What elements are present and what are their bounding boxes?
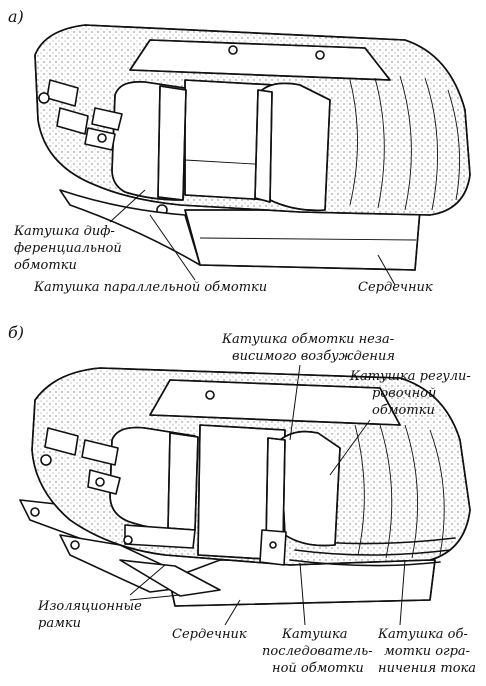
- panel-b-label-series-coil: Катушка последователь- ной обмотки: [262, 627, 377, 676]
- panel-b-label-regulating-coil: Катушка регули- ровочной обмотки: [349, 369, 475, 418]
- panel-a-letter: а): [8, 7, 24, 26]
- panel-a-label-parallel-coil: Катушка параллельной обмотки: [33, 280, 267, 295]
- panel-b-leader-frame-2: [129, 594, 181, 601]
- panel-b: б): [8, 323, 476, 676]
- panel-b-leader-independent: [289, 364, 301, 441]
- panel-a: а): [8, 7, 471, 295]
- panel-b-left-coil: [109, 426, 199, 549]
- panel-a-terminals: [38, 79, 168, 216]
- panel-b-label-insulating-frames: Изоляционные рамки: [37, 599, 146, 631]
- panel-b-letter: б): [8, 323, 24, 342]
- panel-a-label-diff-coil: Катушка диф- ференциальной обмотки: [13, 224, 126, 273]
- panel-b-leader-current-limit: [399, 559, 406, 626]
- panel-b-label-current-limit-coil: Катушка об- мотки огра- ничения тока: [377, 627, 476, 676]
- panel-a-leader-core: [377, 254, 396, 286]
- panel-b-leader-core: [224, 599, 241, 626]
- panel-b-leader-frame-1: [129, 564, 166, 596]
- panel-b-terminals: [40, 427, 133, 545]
- panel-a-leader-parallel: [149, 214, 196, 281]
- panel-a-parallel-coil: [254, 82, 331, 212]
- panel-a-diff-coil: [111, 80, 187, 201]
- panel-b-label-core: Сердечник: [172, 627, 247, 642]
- panel-b-leader-series: [299, 562, 306, 626]
- panel-a-label-core: Сердечник: [358, 280, 433, 295]
- panel-a-end-plate: [59, 189, 201, 266]
- panel-b-leader-regulating: [329, 419, 371, 476]
- panel-b-label-independent-coil: Катушка обмотки неза- висимого возбужден…: [221, 332, 398, 364]
- panel-a-core: [184, 209, 421, 271]
- panel-a-leader-diff: [109, 189, 146, 223]
- panel-b-right-coil: [259, 430, 341, 566]
